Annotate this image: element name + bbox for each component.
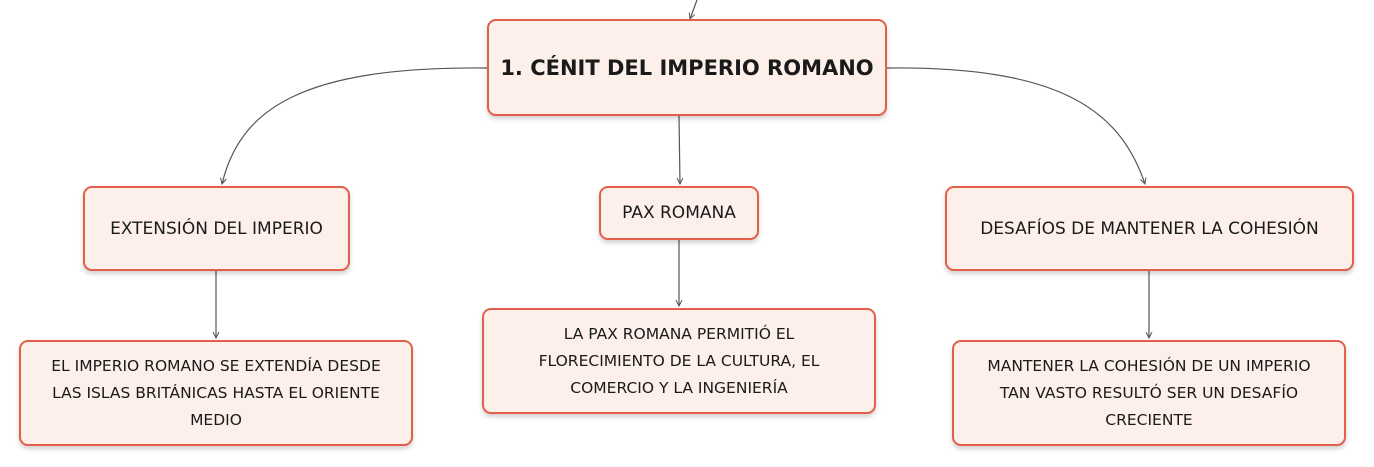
root-node[interactable]: 1. CÉNIT DEL IMPERIO ROMANO — [487, 19, 887, 116]
connector-root-pax — [679, 115, 680, 184]
connector-root-desafios — [886, 67, 1145, 184]
topic-label-desafios: DESAFÍOS DE MANTENER LA COHESIÓN — [980, 218, 1319, 239]
detail-node-desafios[interactable]: MANTENER LA COHESIÓN DE UN IMPERIO TAN V… — [952, 340, 1346, 446]
topic-node-extension[interactable]: EXTENSIÓN DEL IMPERIO — [83, 186, 350, 271]
topic-node-desafios[interactable]: DESAFÍOS DE MANTENER LA COHESIÓN — [945, 186, 1354, 271]
connector-root-extension — [222, 67, 488, 184]
detail-node-pax-romana[interactable]: LA PAX ROMANA PERMITIÓ EL FLORECIMIENTO … — [482, 308, 876, 414]
topic-node-pax-romana[interactable]: PAX ROMANA — [599, 186, 759, 240]
detail-text-desafios: MANTENER LA COHESIÓN DE UN IMPERIO TAN V… — [987, 356, 1311, 429]
topic-label-pax-romana: PAX ROMANA — [622, 203, 736, 223]
detail-node-extension[interactable]: EL IMPERIO ROMANO SE EXTENDÍA DESDE LAS … — [19, 340, 413, 446]
connector-incoming — [690, 0, 698, 19]
detail-text-extension: EL IMPERIO ROMANO SE EXTENDÍA DESDE LAS … — [51, 356, 381, 429]
root-title: 1. CÉNIT DEL IMPERIO ROMANO — [500, 55, 874, 80]
detail-text-pax-romana: LA PAX ROMANA PERMITIÓ EL FLORECIMIENTO … — [538, 324, 820, 397]
topic-label-extension: EXTENSIÓN DEL IMPERIO — [110, 218, 323, 239]
